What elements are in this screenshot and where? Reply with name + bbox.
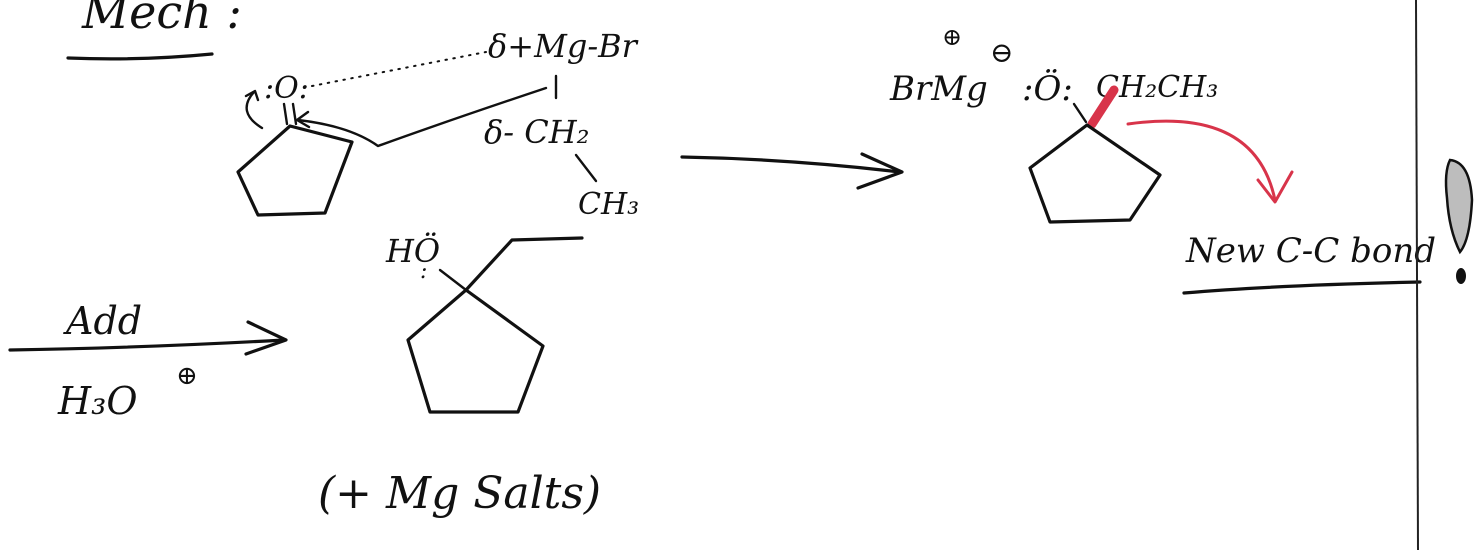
product-ring: [406, 288, 545, 414]
alkoxide-ring: [1028, 123, 1162, 224]
oxygen-carbon-bond: [1072, 102, 1088, 124]
alkoxide-intermediate: ⊕ BrMg ⊖ :Ö: CH₂CH₃: [889, 23, 1218, 224]
grignard-ch2-label: δ- CH₂: [484, 113, 589, 151]
arrow-carbonyl-to-oxygen: [245, 90, 264, 130]
grignard-ch3-label: CH₃: [578, 187, 639, 222]
page-margin-line: [1415, 0, 1419, 550]
counterion-label: BrMg: [889, 69, 988, 109]
grignard-mgbr-label: δ+Mg-Br: [488, 27, 639, 65]
product-alcohol: HÖ :: [385, 232, 584, 414]
workup-arrow: [8, 338, 286, 352]
carbonyl-double-bond-left: [282, 102, 289, 126]
product-oh-bond: [438, 268, 468, 292]
cyclopentanone: :O:: [236, 71, 354, 217]
arrow-carbanion-attack: [296, 86, 548, 148]
ch2-ch3-bond: [574, 153, 598, 183]
heading-underline: [66, 52, 214, 61]
reaction-arrow-step1: [680, 152, 904, 190]
oxide-charge: ⊖: [990, 36, 1013, 69]
product-oh-label: HÖ: [385, 232, 440, 270]
counterion-charge: ⊕: [942, 23, 962, 51]
exclamation-doodle: [1444, 158, 1474, 284]
workup-reagent-charge: ⊕: [176, 361, 198, 391]
grignard-reagent: δ+Mg-Br δ- CH₂ CH₃: [295, 27, 639, 222]
carbonyl-double-bond-right: [291, 102, 298, 126]
carbonyl-oxygen-label: :O:: [264, 71, 309, 106]
arrow-carbanion-attack-head: [295, 110, 311, 129]
product-ethyl: [464, 236, 584, 292]
cyclopentanone-ring: [236, 124, 354, 217]
new-bond-annotation: New C-C bond: [1185, 231, 1436, 271]
product-oxygen-lone-pair: :: [420, 259, 427, 284]
workup-step: Add H₃O ⊕: [8, 299, 288, 423]
mg-salts-note: (+ Mg Salts): [318, 468, 601, 519]
workup-reagent-top: Add: [63, 299, 142, 343]
annotation-underline: [1182, 280, 1422, 295]
heading-text: Mech :: [81, 0, 242, 39]
oxide-label: :Ö:: [1022, 68, 1073, 109]
arrow-carbonyl-to-oxygen-head: [244, 89, 260, 102]
new-carbon-carbon-bond: [1087, 85, 1119, 129]
workup-reagent-bottom: H₃O: [57, 379, 138, 423]
highlight-arrow: [1126, 119, 1294, 204]
mg-oxygen-coordination: [311, 51, 487, 87]
